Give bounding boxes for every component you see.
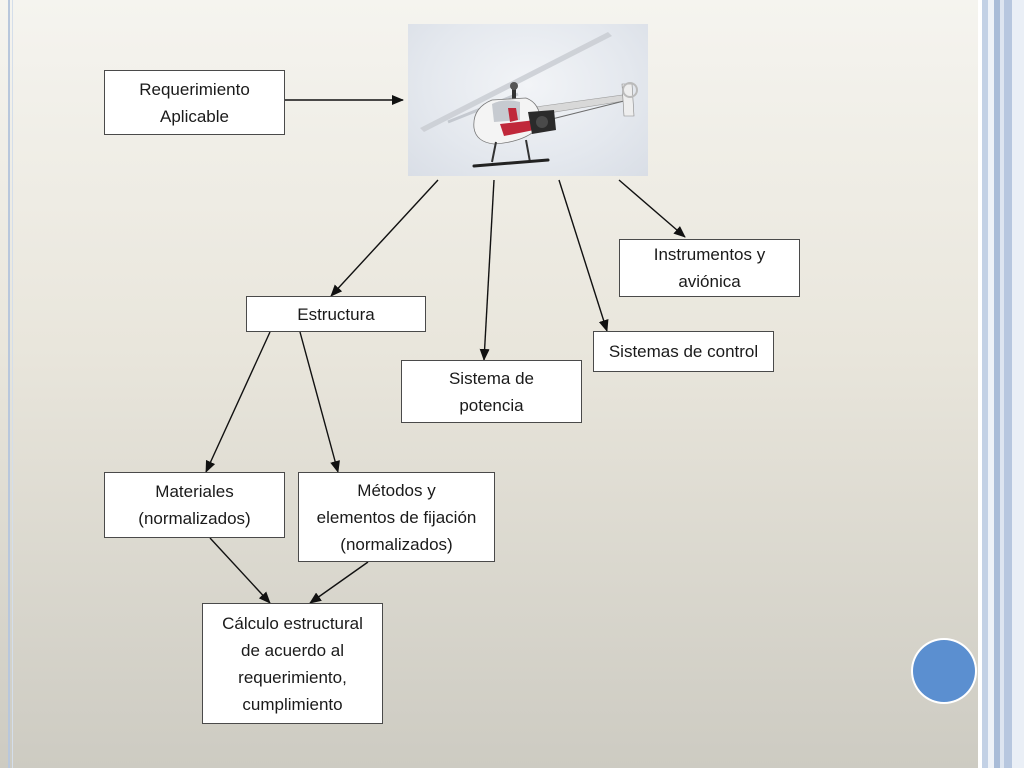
helicopter-illustration — [420, 32, 638, 168]
node-estructura: Estructura — [246, 296, 426, 332]
arrow-helicopter-to-potencia — [479, 179, 495, 361]
arrow-metodos-to-calculo — [309, 561, 369, 604]
node-sistemas-de-control: Sistemas de control — [593, 331, 774, 372]
node-requerimiento-aplicable: Requerimiento Aplicable — [104, 70, 285, 135]
arrow-helicopter-to-estructura — [330, 179, 439, 297]
node-sistema-de-potencia: Sistema de potencia — [401, 360, 582, 423]
node-materiales-normalizados: Materiales (normalizados) — [104, 472, 285, 538]
right-decorative-band — [978, 0, 1024, 768]
left-border-line-thin — [12, 0, 13, 768]
arrow-estructura-to-metodos — [299, 331, 340, 473]
node-calculo-estructural: Cálculo estructural de acuerdo al requer… — [202, 603, 383, 724]
node-metodos-elementos-fijacion: Métodos y elementos de fijación (normali… — [298, 472, 495, 562]
arrow-estructura-to-materiales — [205, 331, 271, 473]
helicopter-image — [408, 24, 648, 176]
arrow-materiales-to-calculo — [209, 537, 271, 604]
arrow-helicopter-to-instrumentos — [618, 179, 686, 238]
arrow-helicopter-to-control — [558, 179, 609, 332]
node-instrumentos-avionica: Instrumentos y aviónica — [619, 239, 800, 297]
decorative-blue-circle — [913, 640, 975, 702]
left-border-line — [8, 0, 10, 768]
